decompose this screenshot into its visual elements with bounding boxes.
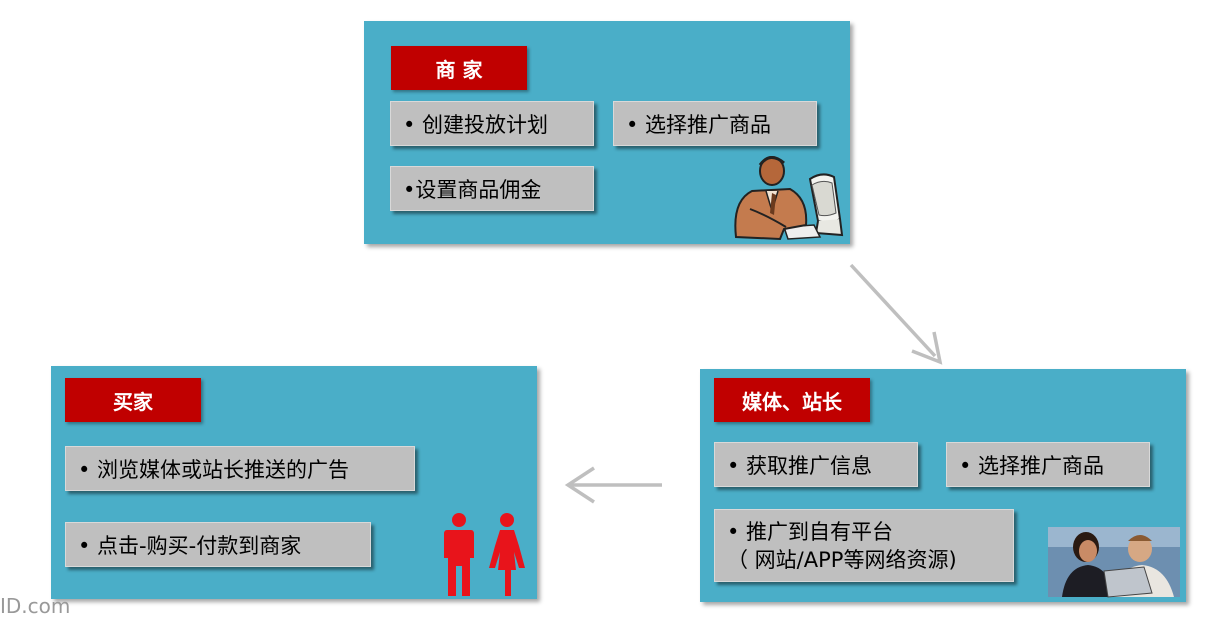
people-icon — [444, 513, 525, 596]
merchant-item-create-plan: • 创建投放计划 — [390, 101, 594, 146]
buyer-tag: 买家 — [65, 378, 201, 422]
media-item-promote-line2: （ 网站/APP等网络资源) — [727, 547, 957, 572]
buyer-item-click-buy-pay: • 点击-购买-付款到商家 — [65, 522, 371, 567]
media-item-get-info: • 获取推广信息 — [714, 442, 918, 487]
buyer-item-browse-ads: • 浏览媒体或站长推送的广告 — [65, 446, 415, 491]
people-laptop-photo-icon — [1048, 527, 1180, 598]
businessman-computer-icon — [734, 156, 844, 241]
merchant-panel: 商 家 • 创建投放计划 • 选择推广商品 •设置商品佣金 — [364, 21, 850, 244]
watermark: ID.com — [0, 594, 71, 618]
merchant-item-set-commission: •设置商品佣金 — [390, 166, 594, 211]
media-item-promote-line1: • 推广到自有平台 — [727, 519, 894, 544]
merchant-tag: 商 家 — [391, 46, 527, 90]
media-panel: 媒体、站长 • 获取推广信息 • 选择推广商品 • 推广到自有平台 （ 网站/A… — [700, 369, 1186, 602]
media-tag: 媒体、站长 — [714, 378, 870, 422]
media-item-select-product: • 选择推广商品 — [946, 442, 1150, 487]
merchant-item-select-product: • 选择推广商品 — [613, 101, 817, 146]
buyer-panel: 买家 • 浏览媒体或站长推送的广告 • 点击-购买-付款到商家 — [51, 366, 537, 599]
media-item-promote-platform: • 推广到自有平台 （ 网站/APP等网络资源) — [714, 509, 1014, 582]
